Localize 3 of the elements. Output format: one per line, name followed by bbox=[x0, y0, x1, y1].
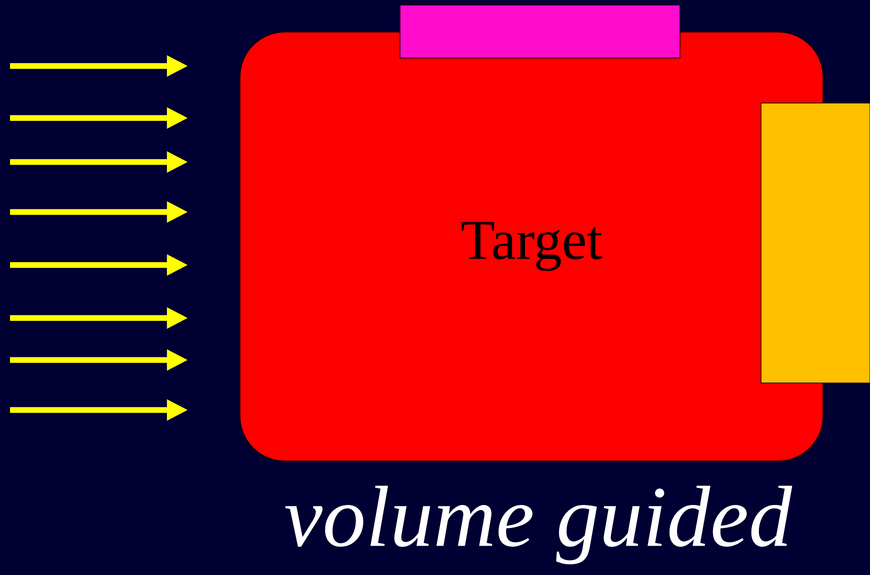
organ-bar bbox=[400, 4, 680, 58]
organ-bar bbox=[760, 102, 870, 384]
caption: volume guided bbox=[285, 486, 792, 564]
